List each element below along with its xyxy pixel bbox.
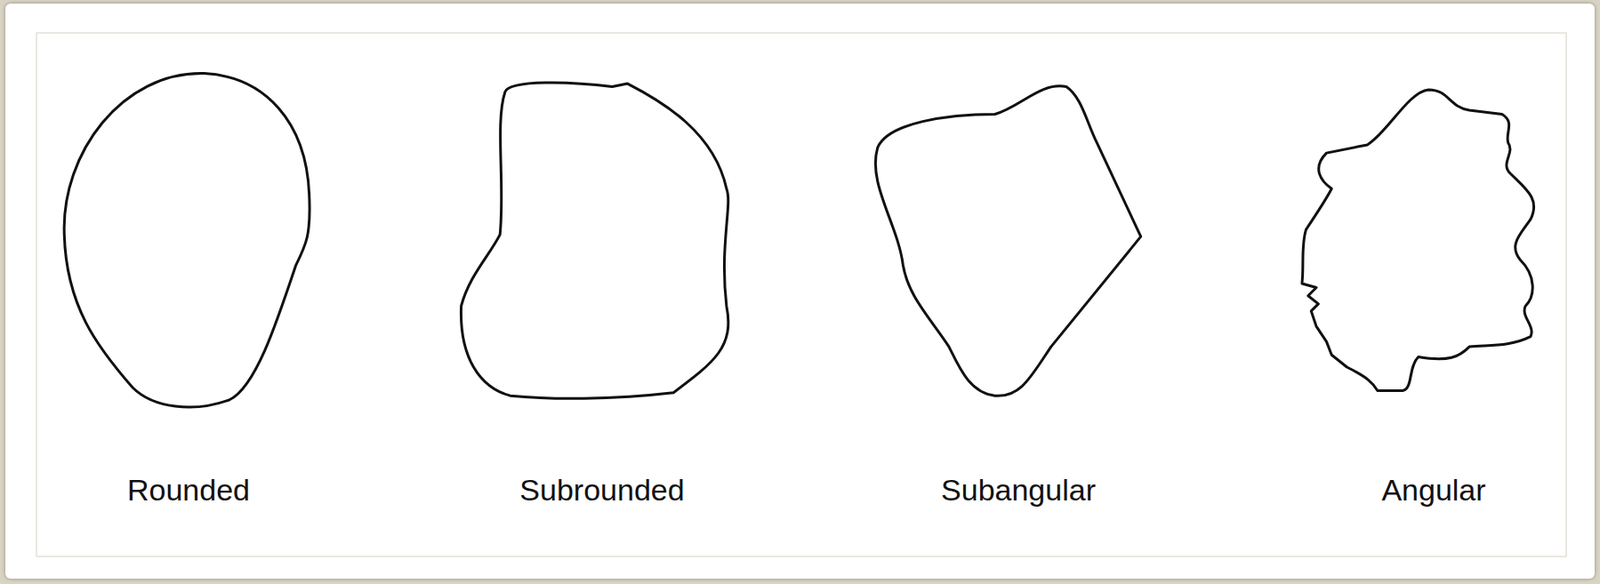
inner-panel [36, 32, 1567, 557]
shape-label: Angular [1381, 473, 1486, 508]
subrounded-grain [460, 82, 728, 399]
rounded-grain [64, 73, 310, 408]
angular-grain [1302, 89, 1535, 391]
shape-label: Subrounded [519, 473, 684, 508]
shape-label: Subangular [940, 473, 1096, 508]
subangular-grain [875, 86, 1141, 397]
shape-label: Rounded [127, 473, 250, 508]
